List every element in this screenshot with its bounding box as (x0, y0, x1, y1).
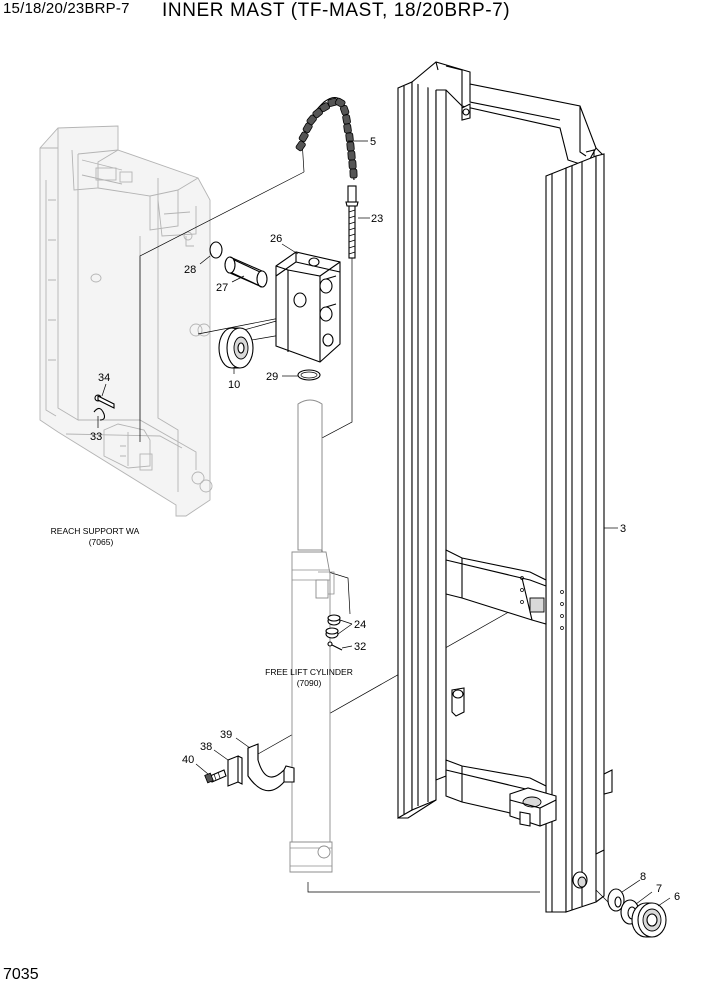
bearing-part-6 (631, 902, 667, 938)
callout-32: 32 (354, 641, 366, 653)
pin-part-34 (94, 394, 115, 409)
anchor-bolt-part-23 (345, 185, 359, 259)
split-pin-part-32 (327, 641, 343, 651)
callout-26: 26 (270, 233, 282, 245)
sheave-bracket-part-26 (275, 251, 341, 363)
callout-27: 27 (216, 282, 228, 294)
callout-33: 33 (90, 431, 102, 443)
clamp-part-39 (247, 743, 295, 792)
sheave-part-10 (218, 327, 254, 369)
reach-support-code: (7065) (89, 537, 114, 547)
free-lift-cylinder-label: FREE LIFT CYLINDER (265, 667, 353, 677)
diagram-title: INNER MAST (TF-MAST, 18/20BRP-7) (162, 0, 511, 21)
callout-34: 34 (98, 372, 110, 384)
callout-24: 24 (354, 619, 366, 631)
clip-part-33 (93, 407, 106, 421)
callout-23: 23 (371, 213, 383, 225)
callout-29: 29 (266, 371, 278, 383)
callout-39: 39 (220, 729, 232, 741)
callout-6: 6 (674, 891, 680, 903)
callout-38: 38 (200, 741, 212, 753)
model-code: 15/18/20/23BRP-7 (3, 0, 130, 17)
plate-part-38 (227, 755, 243, 787)
chain-links (295, 97, 358, 179)
reference-notes: REACH SUPPORT WA (7065) FREE LIFT CYLIND… (51, 526, 353, 688)
retaining-ring-part-28 (209, 241, 223, 259)
free-lift-cylinder-ghost (289, 399, 335, 873)
callout-8: 8 (640, 871, 646, 883)
callout-numbers: 5 23 26 28 27 10 29 34 33 3 24 32 39 38 … (90, 136, 680, 903)
bolt-part-40 (204, 769, 227, 784)
callout-3: 3 (620, 523, 626, 535)
callout-5: 5 (370, 136, 376, 148)
callout-7: 7 (656, 883, 662, 895)
shim-part-8 (607, 888, 625, 912)
shaft-part-27 (224, 256, 268, 288)
reach-support-label: REACH SUPPORT WA (51, 526, 140, 536)
nuts-part-24 (325, 614, 341, 639)
callout-28: 28 (184, 264, 196, 276)
callout-40: 40 (182, 754, 194, 766)
page-number: 7035 (3, 966, 39, 983)
chain-part-5 (295, 96, 358, 181)
leader-lines (97, 140, 671, 907)
snap-ring-part-29 (297, 369, 321, 381)
free-lift-cylinder-code: (7090) (297, 678, 322, 688)
callout-10: 10 (228, 379, 240, 391)
reach-support-ghost (39, 125, 213, 517)
inner-mast-part-3 (397, 61, 613, 913)
